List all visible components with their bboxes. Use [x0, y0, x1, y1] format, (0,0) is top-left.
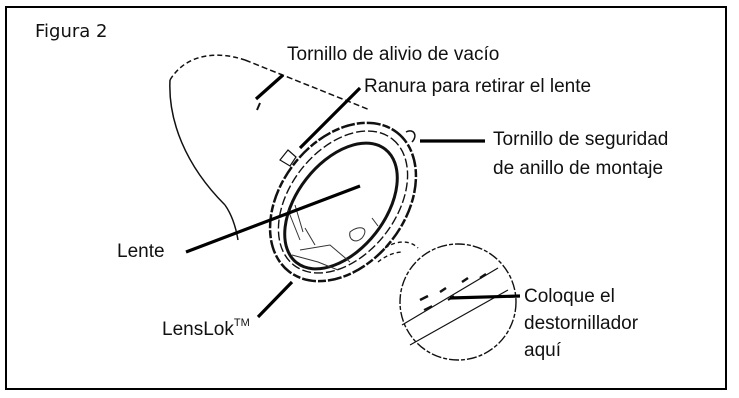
housing-tab	[279, 149, 297, 167]
label-screwdriver-line2: destornillador	[524, 313, 639, 334]
label-lens: Lente	[117, 241, 165, 262]
label-vacuum-relief-screw: Tornillo de alivio de vacío	[287, 44, 500, 65]
vacuum-relief-screw-mark	[256, 102, 261, 111]
label-lens-removal-slot: Ranura para retirar el lente	[364, 76, 592, 97]
leader-lines	[185, 73, 521, 319]
label-lenslok: LensLokTM	[162, 316, 250, 342]
label-mount-security-screw-line2: de anillo de montaje	[493, 158, 664, 179]
trademark-mark: TM	[233, 316, 250, 329]
figure-frame	[5, 6, 727, 390]
lens-glass-hatching	[287, 204, 379, 271]
detail-balloon	[377, 241, 517, 361]
figure-title: Figura 2	[35, 21, 108, 42]
leader-vacuum-screw	[254, 73, 285, 101]
label-mount-security-screw-line1: Tornillo de seguridad	[493, 129, 669, 150]
label-screwdriver-line3: aquí	[524, 340, 561, 361]
leader-lens-slot	[298, 86, 362, 150]
housing-cylinder	[169, 54, 371, 241]
leader-lens	[185, 184, 361, 254]
leader-screwdriver	[449, 294, 521, 300]
lenslok-text: LensLok	[162, 319, 234, 340]
label-screwdriver-line1: Coloque el	[524, 286, 615, 307]
leader-lenslok	[256, 280, 294, 319]
mounting-ring	[268, 121, 418, 283]
security-screw-mark	[405, 130, 416, 143]
